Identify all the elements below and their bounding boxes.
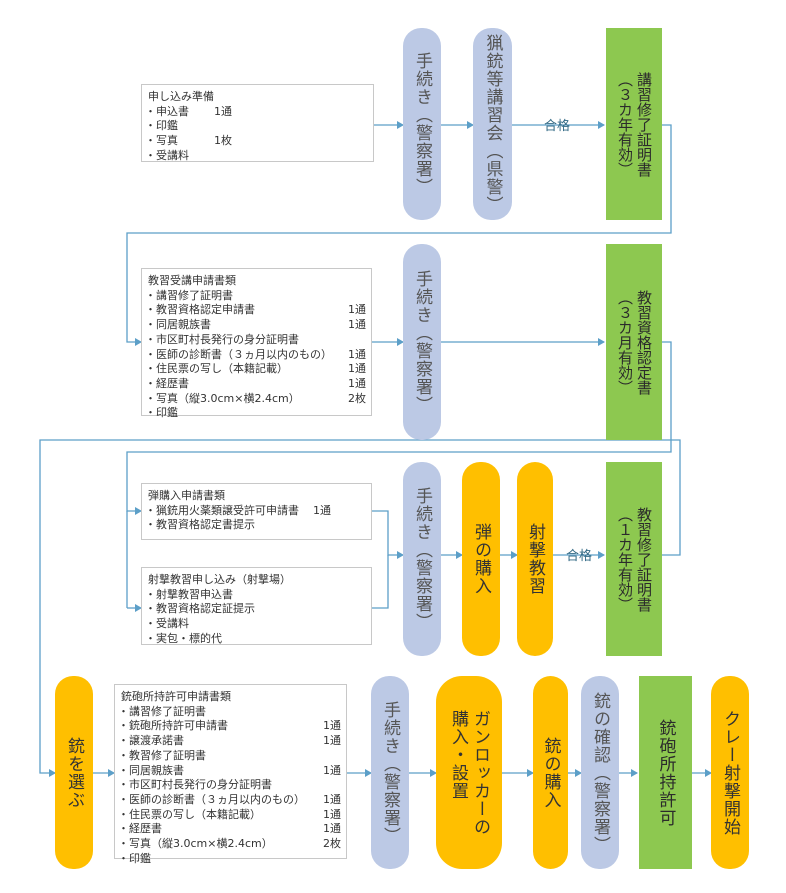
- box-title: 教習受講申請書類: [148, 274, 236, 287]
- choose-gun: 銃を選ぶ: [55, 676, 93, 869]
- pass-label-1: 合格: [544, 119, 571, 134]
- list-item: 印鑑: [145, 406, 366, 421]
- box-title: 銃砲所持許可申請書類: [121, 690, 231, 703]
- list-item: 医師の診断書（３ヵ月以内のもの）1通: [145, 348, 366, 363]
- procedure-police-1: 手続き（警察署）: [403, 28, 441, 220]
- list-item: 住民票の写し（本籍記載）1通: [145, 362, 366, 377]
- box-title: 弾購入申請書類: [148, 489, 225, 502]
- list-item: 教習資格認定書提示: [145, 518, 366, 533]
- list-item: 受講料: [145, 149, 368, 164]
- list-item: 講習修了証明書: [145, 289, 366, 304]
- gun-possession-license: 銃砲所持許可: [639, 676, 692, 869]
- gun-inspection-police: 銃の確認（警察署）: [581, 676, 619, 869]
- list-item: 市区町村長発行の身分証明書: [118, 778, 341, 793]
- list-item: 受講料: [145, 617, 366, 632]
- procedure-police-2: 手続き（警察署）: [403, 244, 441, 440]
- list-item: 写真（縦3.0cm×横2.4cm）2枚: [145, 392, 366, 407]
- list-item: 印鑑: [145, 119, 368, 134]
- ammo-purchase: 弾の購入: [462, 462, 500, 656]
- list-item: 講習修了証明書: [118, 705, 341, 720]
- pass-label-2: 合格: [566, 549, 593, 564]
- training-completion-certificate: 教習修了証明書 （１カ年有効）: [606, 462, 662, 656]
- list-item: 射撃教習申込書: [145, 588, 366, 603]
- procedure-police-4: 手続き（警察署）: [371, 676, 409, 869]
- clay-shooting-start: クレー射撃開始: [711, 676, 749, 869]
- list-item: 印鑑: [118, 852, 341, 867]
- shooting-training: 射撃教習: [517, 462, 553, 656]
- gun-locker-purchase: ガンロッカーの 購入・設置: [436, 676, 502, 869]
- list-item: 実包・標的代: [145, 632, 366, 647]
- course-completion-certificate: 講習修了証明書 （３カ年有効）: [606, 28, 662, 220]
- hunting-gun-course: 猟銃等講習会（県警）: [473, 28, 512, 220]
- shooting-doc-list: 射撃教習申込書 教習資格認定証提示 受講料 実包・標的代: [145, 588, 366, 647]
- shooting-training-application-box: 射撃教習申し込み（射撃場） 射撃教習申込書 教習資格認定証提示 受講料 実包・標…: [141, 567, 372, 647]
- list-item: 医師の診断書（３ヵ月以内のもの）1通: [118, 793, 341, 808]
- list-item: 住民票の写し（本籍記載）1通: [118, 808, 341, 823]
- list-item: 教習資格認定証提示: [145, 602, 366, 617]
- procedure-police-3: 手続き（警察署）: [403, 462, 441, 656]
- connector-box3a-to-procedure: [372, 510, 404, 559]
- list-item: 市区町村長発行の身分証明書: [145, 333, 366, 348]
- box-title: 申し込み準備: [148, 90, 214, 103]
- box-title: 射撃教習申し込み（射撃場）: [148, 573, 291, 586]
- list-item: 教習修了証明書: [118, 749, 341, 764]
- list-item: 写真（縦3.0cm×横2.4cm）2枚: [118, 837, 341, 852]
- connector-box3b-to-procedure: [372, 555, 389, 609]
- gun-purchase: 銃の購入: [533, 676, 568, 869]
- training-qualification-certificate: 教習資格認定書 （３カ月有効）: [606, 244, 662, 440]
